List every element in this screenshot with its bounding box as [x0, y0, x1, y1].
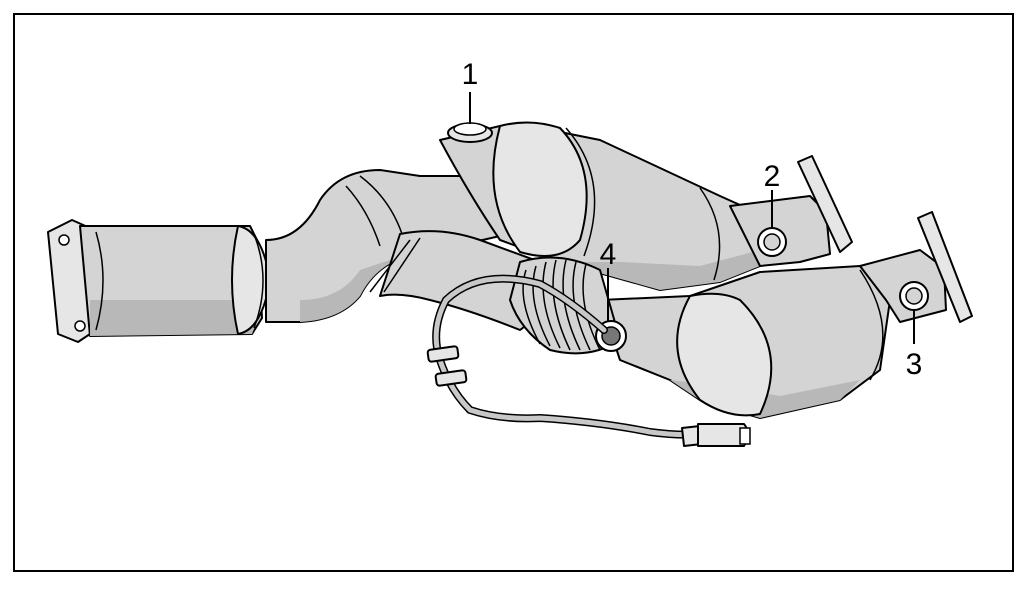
upper-flange [729, 155, 853, 267]
oxygen-sensor-wire [426, 274, 751, 447]
rear-pipe [79, 225, 271, 337]
callout-4: 4 [600, 238, 617, 271]
callout-2: 2 [764, 160, 781, 193]
lower-flange [859, 211, 973, 323]
lower-catalytic-converter [599, 265, 891, 419]
callout-1: 1 [462, 58, 479, 91]
callout-3: 3 [906, 348, 923, 381]
upper-catalytic-converter [439, 121, 761, 291]
